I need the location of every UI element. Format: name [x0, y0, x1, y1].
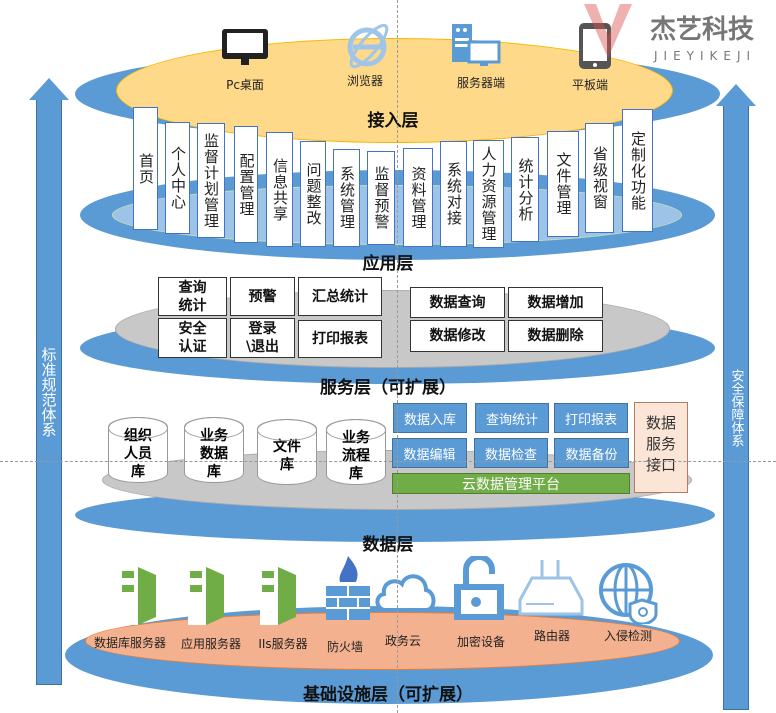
company-logo: 杰艺科技 JIEYIKEJI: [584, 4, 756, 63]
app-module-box: 定制化功能: [622, 109, 653, 232]
browser-icon: [347, 23, 389, 69]
standards-system-arrow: 标准规范体系: [29, 78, 69, 685]
router-icon: [518, 560, 584, 616]
app-server-icon: [188, 565, 224, 625]
cloud-icon: [375, 574, 436, 612]
app-module-box: 人力资源管理: [473, 140, 504, 248]
monitor-icon: [222, 29, 268, 65]
firewall-icon: [326, 556, 370, 620]
app-module-box: 省级视窗: [585, 123, 614, 233]
app-module-box: 系统管理: [333, 149, 360, 247]
database-cylinder: 组织人员库: [108, 417, 168, 483]
service-box: 数据删除: [508, 320, 603, 352]
intrusion-detection-icon: [599, 563, 658, 624]
service-box: 预警: [230, 277, 295, 316]
cloud-data-platform: 云数据管理平台: [392, 473, 630, 494]
infra-item-label: 政务云: [384, 634, 421, 648]
access-layer-title: 接入层: [367, 111, 419, 131]
encryption-lock-icon: [454, 556, 504, 620]
service-box: 汇总统计: [298, 277, 382, 316]
infra-layer-title: 基础设施层（可扩展）: [303, 685, 473, 705]
app-module-box: 统计分析: [511, 137, 539, 242]
iis-server-icon: [260, 565, 296, 625]
app-module-box: 个人中心: [165, 122, 190, 234]
guide-line-vertical: [397, 0, 398, 713]
app-module-box: 首页: [133, 107, 158, 230]
data-op-box: 数据检查: [474, 438, 548, 468]
service-box: 打印报表: [298, 320, 382, 358]
access-item-label: 平板端: [571, 78, 608, 92]
security-system-label: 安全保障体系: [723, 106, 749, 710]
app-module-box: 配置管理: [234, 126, 258, 243]
access-item-label: 服务器端: [456, 76, 505, 90]
database-server-icon: [120, 565, 156, 625]
infra-item-label: 路由器: [533, 629, 570, 643]
service-layer-title: 服务层（可扩展）: [320, 378, 456, 398]
app-module-box: 系统对接: [440, 141, 467, 247]
security-system-arrow: 安全保障体系: [716, 84, 756, 710]
infra-layer-disc: [85, 612, 680, 670]
infra-item-label: IIs服务器: [258, 637, 308, 651]
infra-item-label: 防火墙: [326, 640, 363, 654]
data-op-box: 数据入库: [393, 403, 467, 433]
database-cylinder: 文件库: [257, 419, 317, 485]
access-item-label: Pc桌面: [226, 78, 264, 92]
server-icon: [452, 24, 501, 66]
infra-item-label: 加密设备: [456, 635, 505, 649]
standards-system-label: 标准规范体系: [36, 100, 62, 685]
app-module-box: 资料管理: [403, 148, 433, 247]
app-module-box: 信息共享: [266, 132, 293, 247]
data-layer-title: 数据层: [362, 535, 414, 555]
data-op-box: 查询统计: [475, 403, 549, 433]
service-box: 查询统计: [158, 277, 227, 316]
database-cylinder: 业务流程库: [326, 419, 386, 485]
app-layer-title: 应用层: [362, 254, 414, 274]
data-op-box: 打印报表: [554, 403, 628, 433]
app-module-box: 监督计划管理: [197, 123, 225, 238]
infra-item-label: 数据库服务器: [93, 636, 166, 650]
database-cylinder: 业务数据库: [184, 417, 244, 483]
data-op-box: 数据备份: [554, 438, 629, 468]
infra-item-label: 入侵检测: [603, 629, 652, 643]
svg-text:JIEYIKEJI: JIEYIKEJI: [653, 49, 756, 63]
app-module-box: 监督预警: [367, 151, 395, 245]
data-op-box: 数据编辑: [392, 438, 467, 468]
app-module-box: 问题整改: [300, 141, 326, 247]
service-box: 数据查询: [410, 287, 505, 318]
service-box: 数据修改: [410, 320, 505, 352]
app-module-box: 文件管理: [547, 131, 579, 237]
svg-text:杰艺科技: 杰艺科技: [650, 15, 754, 45]
tablet-icon: [579, 23, 611, 69]
infra-item-label: 应用服务器: [180, 637, 241, 651]
access-item-label: 浏览器: [346, 74, 383, 88]
service-box: 安全认证: [158, 318, 227, 358]
service-box: 数据增加: [508, 287, 603, 318]
service-box: 登录\退出: [230, 318, 295, 358]
data-service-interface: 数据服务接口: [634, 402, 688, 493]
guide-line-horizontal: [0, 461, 776, 462]
